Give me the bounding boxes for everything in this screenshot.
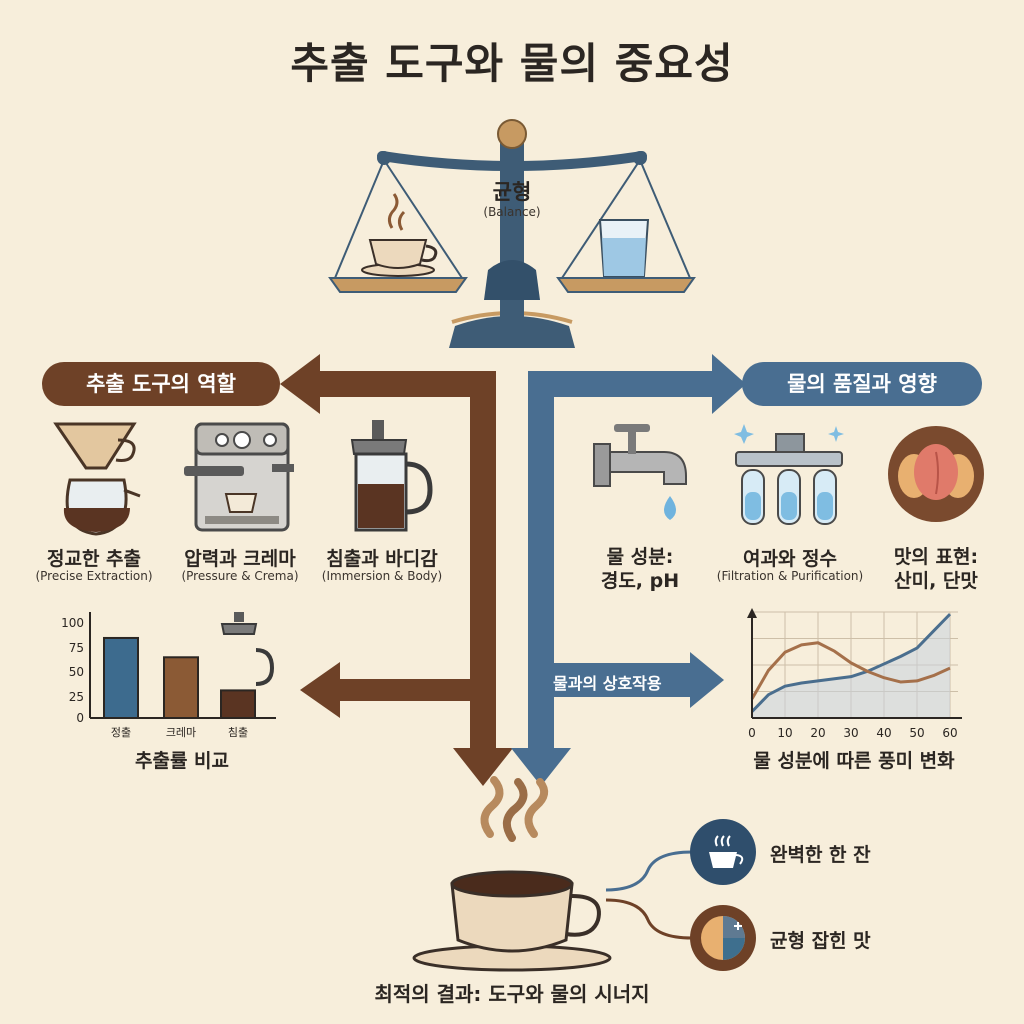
outcome-connectors bbox=[605, 819, 756, 971]
water-label-components-1: 물 성분: bbox=[606, 546, 674, 568]
bar-category-label: 침출 bbox=[227, 726, 249, 739]
water-label-filtration: 여과와 정수 bbox=[742, 548, 838, 570]
tool-label-pressure: 압력과 크레마 bbox=[184, 548, 296, 570]
flavor-line-chart bbox=[747, 608, 962, 719]
water-filter-icon bbox=[734, 424, 844, 525]
pour-over-dripper-icon bbox=[53, 422, 141, 536]
line-chart-title: 물 성분에 따른 풍미 변화 bbox=[753, 750, 955, 772]
tool-sub-immersion: (Immersion & Body) bbox=[321, 569, 443, 583]
tool-label-precise: 정교한 추출 bbox=[46, 548, 142, 570]
balance-label: 균형 bbox=[492, 180, 532, 204]
bar-y-tick: 75 bbox=[68, 641, 84, 655]
balance-scale-icon bbox=[328, 119, 696, 348]
bar-y-tick: 25 bbox=[68, 690, 84, 704]
bar-1 bbox=[163, 656, 199, 720]
water-label-components-2: 경도, pH bbox=[600, 570, 680, 592]
line-x-tick: 50 bbox=[909, 726, 925, 740]
water-faucet-icon bbox=[593, 424, 687, 520]
page-title: 추출 도구와 물의 중요성 bbox=[290, 39, 734, 88]
french-press-mini-icon bbox=[220, 612, 275, 686]
line-x-tick: 30 bbox=[843, 726, 859, 740]
line-x-tick: 60 bbox=[942, 726, 958, 740]
balanced-taste-icon bbox=[701, 916, 745, 960]
line-x-tick: 0 bbox=[748, 726, 756, 740]
espresso-machine-icon bbox=[184, 422, 294, 532]
bar-y-tick: 50 bbox=[68, 665, 84, 679]
outcome-perfect-cup: 완벽한 한 잔 bbox=[770, 844, 871, 866]
outcome-balanced-taste: 균형 잡힌 맛 bbox=[770, 930, 871, 952]
cup-outcome-icon bbox=[709, 835, 744, 868]
bar-2 bbox=[220, 689, 256, 720]
line-x-tick: 10 bbox=[777, 726, 793, 740]
bar-0 bbox=[103, 636, 139, 720]
flavor-series-0 bbox=[750, 613, 952, 713]
water-sub-filtration: (Filtration & Purification) bbox=[716, 569, 864, 583]
bar-category-label: 정출 bbox=[110, 726, 132, 739]
flow-arrows bbox=[280, 354, 746, 786]
tools-header: 추출 도구의 역할 bbox=[42, 362, 280, 406]
tool-sub-precise: (Precise Extraction) bbox=[35, 569, 153, 583]
flavor-icon bbox=[888, 426, 984, 522]
extraction-bar-chart bbox=[89, 612, 276, 720]
flavor-area bbox=[752, 614, 950, 718]
water-label-flavor-1: 맛의 표현: bbox=[893, 546, 979, 568]
line-x-tick: 20 bbox=[810, 726, 826, 740]
water-header: 물의 품질과 영향 bbox=[742, 362, 982, 406]
tool-sub-pressure: (Pressure & Crema) bbox=[181, 569, 299, 583]
result-title: 최적의 결과: 도구와 물의 시너지 bbox=[374, 982, 650, 1006]
water-glass-icon bbox=[598, 219, 650, 277]
bar-category-label: 크레마 bbox=[165, 726, 197, 739]
flavor-series-1 bbox=[750, 641, 951, 700]
line-x-tick: 40 bbox=[876, 726, 892, 740]
coffee-cup-icon bbox=[361, 193, 438, 277]
tool-label-immersion: 침출과 바디감 bbox=[326, 548, 438, 570]
interaction-label: 물과의 상호작용 bbox=[553, 674, 662, 693]
water-label-flavor-2: 산미, 단맛 bbox=[894, 570, 978, 592]
result-coffee-cup-icon bbox=[412, 776, 612, 972]
french-press-icon bbox=[350, 420, 433, 532]
bar-chart-title: 추출률 비교 bbox=[134, 750, 230, 772]
balance-sub: (Balance) bbox=[483, 205, 541, 219]
bar-y-tick: 0 bbox=[76, 711, 84, 725]
bar-y-tick: 100 bbox=[61, 616, 84, 630]
